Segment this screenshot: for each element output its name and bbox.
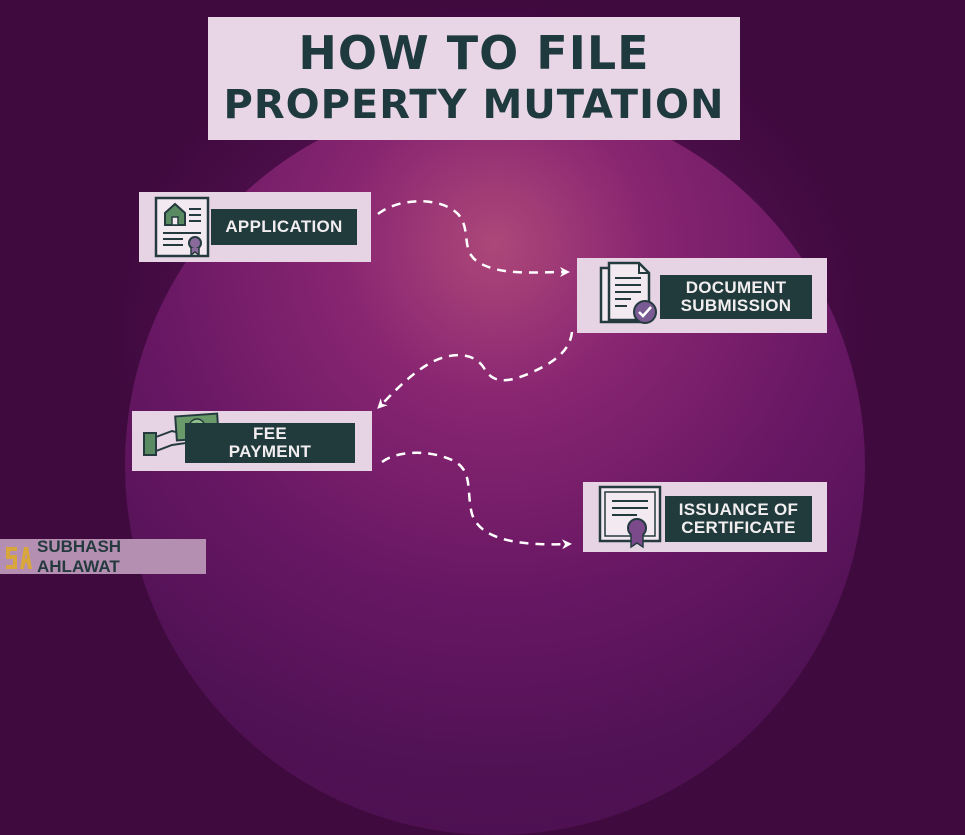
title-banner: HOW TO FILE PROPERTY MUTATION [208,17,740,140]
step-label-line: SUBMISSION [680,296,792,315]
step-label-line: PAYMENT [228,442,312,461]
step-label: FEE PAYMENT [185,423,355,463]
step-label: DOCUMENT SUBMISSION [660,275,812,319]
brand-name: SUBHASH AHLAWAT [37,536,122,576]
document-check-icon [597,260,659,334]
step-label-line: FEE [253,424,287,443]
certificate-icon [597,484,663,554]
title-line-2: PROPERTY MUTATION [223,81,725,128]
step-label: ISSUANCE OF CERTIFICATE [665,496,812,542]
step-issuance-of-certificate: ISSUANCE OF CERTIFICATE [583,482,827,552]
step-label-line: APPLICATION [225,217,343,236]
title-line-1: HOW TO FILE [298,25,650,80]
sa-monogram-icon [3,542,33,572]
step-label-line: CERTIFICATE [681,518,796,537]
step-label: APPLICATION [211,209,357,245]
step-document-submission: DOCUMENT SUBMISSION [577,258,827,333]
brand-bar: SUBHASH AHLAWAT [0,536,206,576]
step-application: APPLICATION [139,192,371,262]
step-label-line: ISSUANCE OF [678,500,799,519]
house-document-icon [153,195,211,263]
step-label-line: DOCUMENT [685,278,787,297]
step-fee-payment: $ FEE PAYMENT [132,411,372,471]
